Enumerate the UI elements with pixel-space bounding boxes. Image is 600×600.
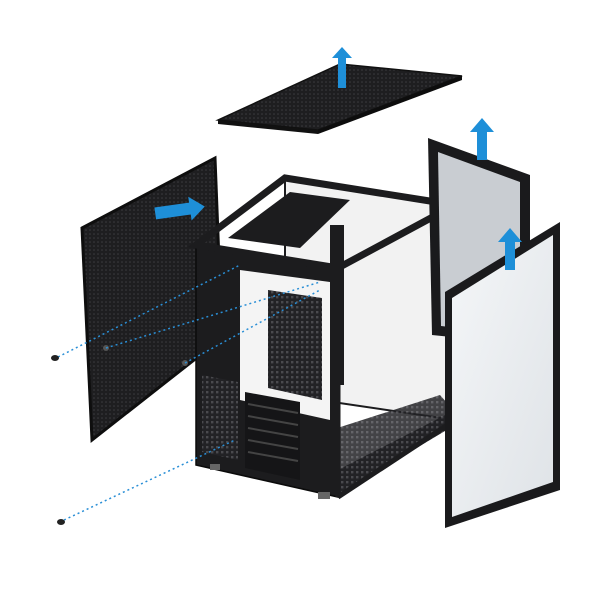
screw-guide-lines	[57, 264, 321, 521]
arrow-up-icon	[332, 47, 352, 88]
arrow-up-icon	[498, 228, 522, 270]
screw-icon	[51, 355, 59, 361]
top-mesh-panel	[215, 63, 463, 134]
arrow-right-icon	[154, 196, 205, 221]
arrow-up-icon	[470, 118, 494, 160]
case-chassis	[187, 174, 466, 500]
screw-icon	[57, 519, 65, 525]
front-glass-side-panel	[445, 222, 560, 528]
